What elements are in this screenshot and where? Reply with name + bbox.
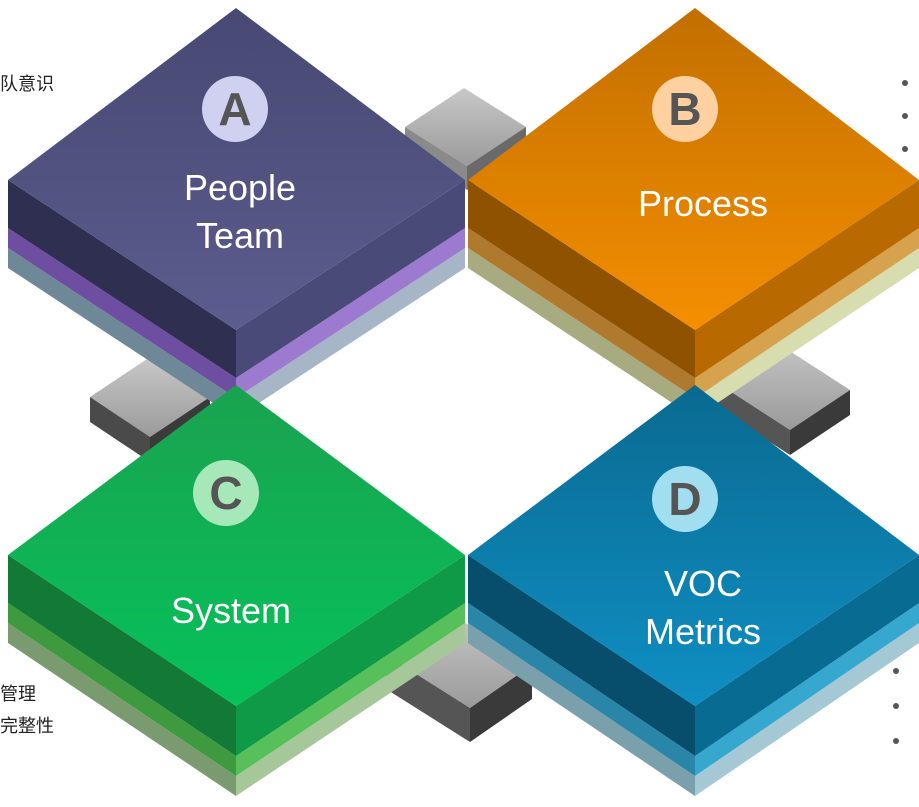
bullet-bottom-3 [893,738,899,744]
tile-a-label-line2: Team [195,215,285,256]
badge-b: B [652,76,718,142]
badge-d: D [652,466,718,532]
tile-d-label-line2: Metrics [645,611,761,652]
bullet-bottom-2 [893,703,899,709]
badge-a: A [202,76,268,142]
bullet-bottom-1 [893,668,899,674]
tile-d-label-line1: VOC [663,563,742,604]
tile-a-label-line1: People [183,167,297,208]
bullet-top-2 [902,113,908,119]
tile-system [8,385,465,796]
side-text-bottom-left-2: 完整性 [0,716,54,737]
badge-c: C [193,460,259,526]
bullet-top-3 [902,146,908,152]
tile-voc-metrics [468,385,919,796]
tile-b-label: Process [637,183,769,224]
side-text-top-left: 队意识 [0,74,54,95]
tile-process [468,8,919,418]
bullet-top-1 [902,80,908,86]
side-text-bottom-left-1: 管理 [0,684,36,705]
tile-c-label: System [170,590,292,631]
tile-people-team [8,8,465,418]
